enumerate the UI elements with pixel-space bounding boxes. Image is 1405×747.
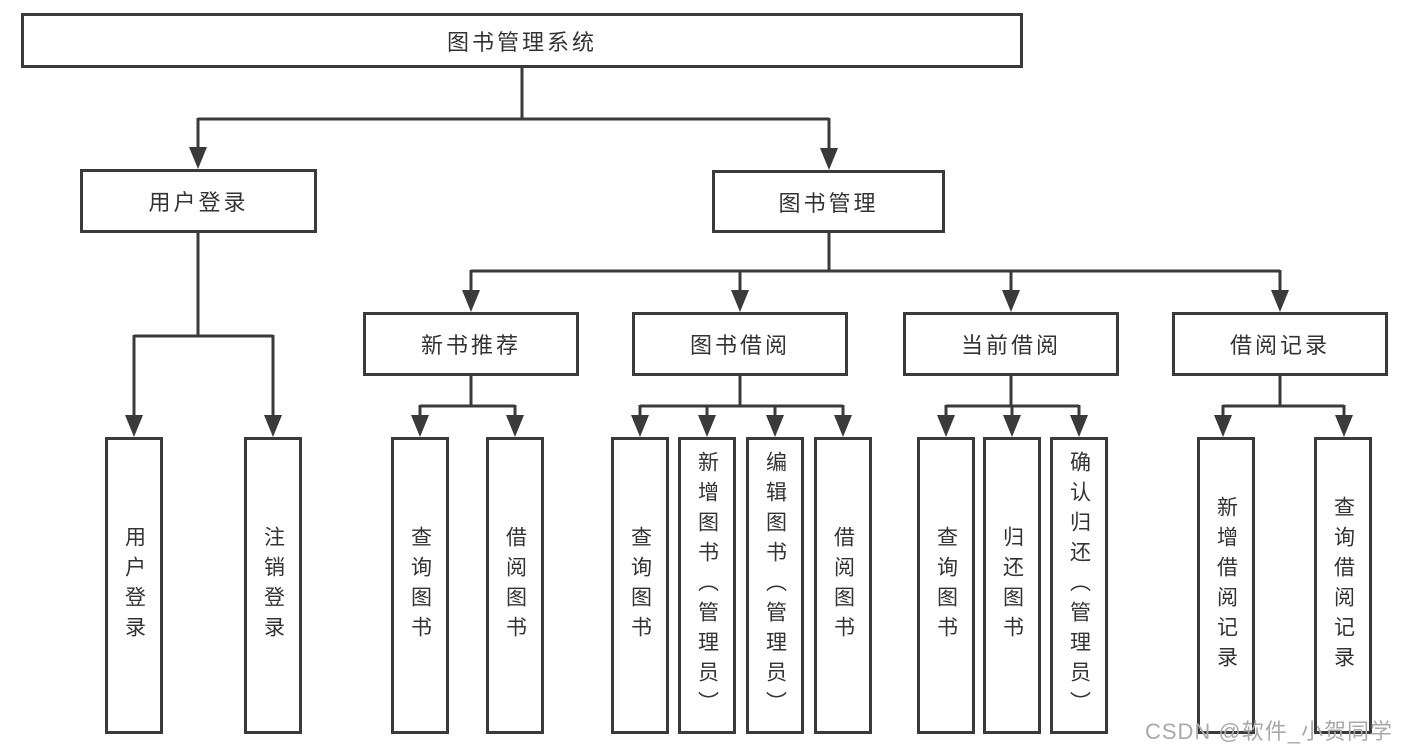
leaf-label: 用户登录 bbox=[122, 525, 146, 646]
node-label: 新书推荐 bbox=[420, 333, 521, 358]
node-user-login: 用户登录 bbox=[80, 169, 317, 233]
node-label: 图书借阅 bbox=[689, 333, 790, 358]
leaf-label: 新增借阅记录 bbox=[1214, 495, 1238, 676]
leaf-borrow-books-2: 借阅图书 bbox=[814, 437, 872, 734]
leaf-query-books-2: 查询图书 bbox=[611, 437, 669, 734]
node-label: 图书管理 bbox=[778, 190, 879, 216]
leaf-return-books: 归还图书 bbox=[983, 437, 1041, 734]
leaf-label: 查询图书 bbox=[628, 525, 652, 646]
leaf-add-borrow-record: 新增借阅记录 bbox=[1197, 437, 1255, 734]
node-label: 用户登录 bbox=[148, 190, 249, 215]
node-label: 图书管理系统 bbox=[446, 29, 597, 55]
leaf-user-login: 用户登录 bbox=[105, 437, 163, 734]
leaf-edit-books-admin: 编辑图书（管理员） bbox=[746, 437, 804, 734]
node-label: 当前借阅 bbox=[960, 333, 1061, 358]
node-current-borrow: 当前借阅 bbox=[903, 312, 1119, 376]
leaf-label: 查询图书 bbox=[408, 525, 432, 646]
leaf-add-books-admin: 新增图书（管理员） bbox=[678, 437, 736, 734]
leaf-label: 借阅图书 bbox=[831, 525, 855, 646]
leaf-label: 借阅图书 bbox=[503, 525, 527, 646]
node-book-management: 图书管理 bbox=[712, 170, 945, 233]
leaf-label: 归还图书 bbox=[1000, 525, 1024, 646]
leaf-label: 查询借阅记录 bbox=[1331, 495, 1355, 676]
node-book-borrow: 图书借阅 bbox=[632, 312, 848, 376]
leaf-label: 查询图书 bbox=[934, 525, 958, 646]
leaf-query-books-3: 查询图书 bbox=[917, 437, 975, 734]
node-label: 借阅记录 bbox=[1229, 333, 1330, 358]
leaf-logout: 注销登录 bbox=[244, 437, 302, 734]
leaf-label: 注销登录 bbox=[261, 525, 285, 646]
leaf-query-books-1: 查询图书 bbox=[391, 437, 449, 734]
arrowheads bbox=[125, 147, 1353, 437]
leaf-confirm-return-admin: 确认归还（管理员） bbox=[1050, 437, 1108, 734]
leaf-label: 编辑图书（管理员） bbox=[763, 450, 787, 721]
leaf-borrow-books-1: 借阅图书 bbox=[486, 437, 544, 734]
node-new-book-recommend: 新书推荐 bbox=[363, 312, 579, 376]
node-system-root: 图书管理系统 bbox=[21, 13, 1023, 68]
leaf-label: 确认归还（管理员） bbox=[1067, 450, 1091, 721]
leaf-label: 新增图书（管理员） bbox=[695, 450, 719, 721]
leaf-query-borrow-record: 查询借阅记录 bbox=[1314, 437, 1372, 734]
node-borrow-records: 借阅记录 bbox=[1172, 312, 1388, 376]
csdn-watermark: CSDN @软件_小贺同学 bbox=[1144, 719, 1393, 744]
